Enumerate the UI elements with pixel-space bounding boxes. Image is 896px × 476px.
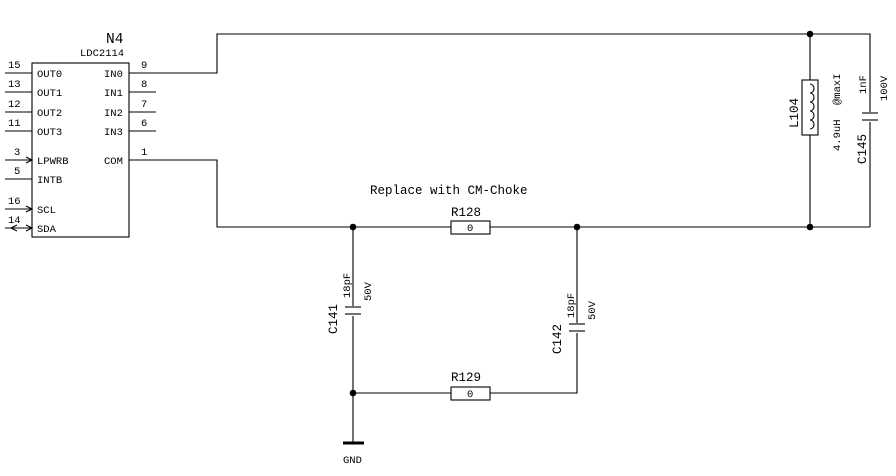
ic-pin-out3: 11 OUT3 [5, 118, 62, 139]
pin-name: OUT1 [37, 88, 62, 100]
pin-number: 15 [8, 60, 21, 72]
pin-number: 6 [141, 118, 147, 130]
ic-pin-lpwrb: 3 LPWRB [5, 147, 69, 168]
ic-pin-intb: 5 INTB [5, 166, 62, 187]
pin-number: 16 [8, 196, 21, 208]
pin-number: 12 [8, 99, 21, 111]
ground-symbol: GND [343, 441, 364, 467]
pin-name: LPWRB [37, 156, 69, 168]
pin-name: SDA [37, 224, 57, 236]
c141-value: 18pF [342, 273, 354, 298]
ic-body [31, 62, 130, 238]
pin-number: 3 [14, 147, 20, 159]
pin-number: 13 [8, 79, 21, 91]
c145-voltage: 100V [879, 75, 891, 101]
wire-com-net [156, 159, 870, 228]
r128-designator: R128 [451, 206, 481, 220]
gnd-label: GND [343, 455, 362, 467]
r129-designator: R129 [451, 371, 481, 385]
ic-ldc2114: N4 LDC2114 15 OUT0 13 OUT1 12 OUT2 11 OU… [5, 32, 156, 238]
resistor-body [450, 386, 491, 401]
inductor-designator: L104 [788, 98, 802, 128]
pin-number: 14 [8, 215, 21, 227]
c145-value: 1nF [858, 75, 870, 94]
resistor-r129: 0 R129 [450, 371, 491, 401]
pin-number: 1 [141, 147, 147, 159]
c145-designator: C145 [856, 134, 870, 164]
capacitor-c141: C141 18pF 50V [327, 273, 375, 334]
ic-pin-in3: 6 IN3 [104, 118, 156, 139]
pin-number: 7 [141, 99, 147, 111]
pin-name: IN3 [104, 127, 123, 139]
pin-number: 9 [141, 60, 147, 72]
r128-value: 0 [467, 223, 473, 235]
inductor-param: @maxI [832, 73, 844, 105]
net-wires [156, 33, 871, 443]
inductor-coil-icon [809, 83, 815, 130]
junction-dot [349, 389, 357, 397]
ic-pin-scl: 16 SCL [5, 196, 56, 217]
input-arrow-icon [25, 156, 34, 164]
c141-voltage: 50V [363, 281, 375, 301]
c142-voltage: 50V [587, 300, 599, 320]
inductor-value: 4.9uH [832, 119, 844, 151]
resistor-r128: 0 R128 [450, 206, 491, 235]
pin-number: 8 [141, 79, 147, 91]
junctions [349, 30, 814, 397]
pin-name: INTB [37, 175, 62, 187]
junction-dot [573, 223, 581, 231]
r129-value: 0 [467, 389, 473, 401]
resistor-body [450, 220, 491, 235]
c141-designator: C141 [327, 304, 341, 334]
ic-pin-in0: 9 IN0 [104, 60, 156, 81]
c142-designator: C142 [551, 324, 565, 354]
pin-name: IN0 [104, 69, 123, 81]
ic-part-number: LDC2114 [80, 48, 124, 60]
junction-dot [806, 30, 814, 38]
ic-pin-out1: 13 OUT1 [5, 79, 62, 100]
capacitor-c145: C145 1nF 100V [856, 75, 891, 164]
bidirectional-arrow-icon [25, 224, 34, 232]
ic-pin-in2: 7 IN2 [104, 99, 156, 120]
pin-name: COM [104, 156, 123, 168]
pin-name: OUT0 [37, 69, 62, 81]
pin-name: SCL [37, 205, 56, 217]
pin-number: 11 [8, 118, 21, 130]
wire-in0-net [156, 33, 871, 227]
input-arrow-icon [25, 205, 34, 213]
junction-dot [806, 223, 814, 231]
ic-pin-in1: 8 IN1 [104, 79, 156, 100]
replace-note: Replace with CM-Choke [370, 184, 528, 198]
pin-name: IN1 [104, 88, 123, 100]
pin-name: OUT3 [37, 127, 62, 139]
junction-dot [349, 223, 357, 231]
ic-designator: N4 [106, 32, 123, 48]
ic-pin-sda: 14 SDA [5, 215, 57, 236]
inductor-l104: L104 4.9uH @maxI [788, 73, 844, 151]
ic-pin-out2: 12 OUT2 [5, 99, 62, 120]
ic-pin-com: 1 COM [104, 147, 156, 168]
ic-pin-out0: 15 OUT0 [5, 60, 62, 81]
c142-value: 18pF [566, 293, 578, 318]
pin-name: IN2 [104, 108, 123, 120]
capacitor-c142: C142 18pF 50V [551, 293, 599, 354]
inductor-body [801, 79, 819, 136]
wire-r129-net [353, 227, 578, 394]
pin-number: 5 [14, 166, 20, 178]
pin-name: OUT2 [37, 108, 62, 120]
